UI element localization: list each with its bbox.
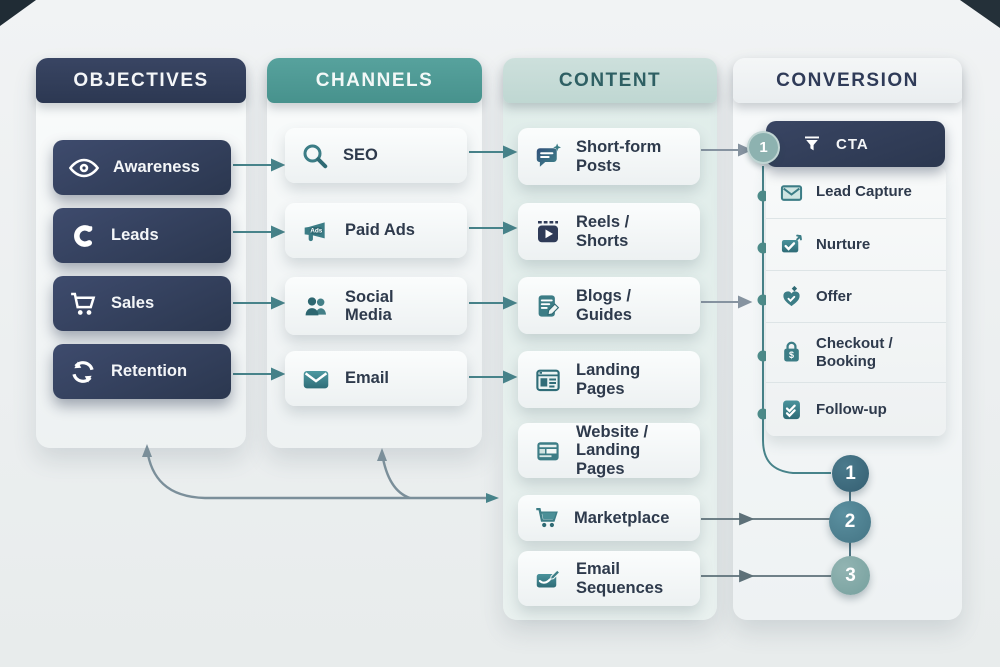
content-website-landing-pages[interactable]: Website / Landing Pages [518, 423, 700, 478]
blog-document-icon [533, 291, 563, 321]
conversion-list: Lead Capture Nurture Offer $ Checkout / … [766, 166, 946, 436]
envelope-outline-icon [778, 179, 805, 206]
content-label: Short-form Posts [576, 138, 662, 175]
cta-label: CTA [836, 135, 869, 153]
bag-dollar-icon: $ [778, 339, 805, 366]
content-header: CONTENT [503, 58, 717, 103]
cart-icon [68, 289, 98, 319]
channel-label: SEO [343, 146, 378, 165]
objective-awareness[interactable]: Awareness [53, 140, 231, 195]
svg-text:$: $ [789, 350, 794, 360]
funnel-icon [800, 132, 824, 156]
conversion-label: Nurture [816, 235, 871, 253]
content-label: Blogs / Guides [576, 287, 632, 324]
photo-corner-top-left [0, 0, 36, 26]
envelope-check-icon [778, 231, 805, 258]
channel-label: Paid Ads [345, 221, 415, 240]
content-title: CONTENT [558, 69, 662, 91]
megaphone-icon: Ads [300, 215, 332, 247]
conversion-header: CONVERSION [733, 58, 962, 103]
channel-paid-ads[interactable]: Ads Paid Ads [285, 203, 467, 258]
step-circle-1[interactable]: 1 [832, 455, 869, 492]
channel-label: Email [345, 369, 390, 388]
envelope-pencil-icon [533, 564, 563, 594]
channel-social-media[interactable]: Social Media [285, 277, 467, 335]
users-icon [300, 290, 332, 322]
channel-label: Social Media [345, 287, 394, 324]
search-icon [300, 141, 330, 171]
feedback-arrowhead-right [486, 493, 499, 503]
content-label: Marketplace [574, 508, 670, 527]
eye-icon [68, 152, 100, 184]
conversion-label: Offer [816, 287, 852, 305]
content-label: Reels / Shorts [576, 213, 630, 250]
channel-seo[interactable]: SEO [285, 128, 467, 183]
content-email-sequences[interactable]: Email Sequences [518, 551, 700, 606]
photo-corner-top-right [960, 0, 1000, 28]
objective-label: Retention [111, 362, 188, 381]
cta-step-badge: 1 [747, 131, 780, 164]
objective-label: Sales [111, 294, 155, 313]
conversion-label: Follow-up [816, 400, 887, 418]
content-reels-shorts[interactable]: Reels / Shorts [518, 203, 700, 260]
channels-title: CHANNELS [315, 69, 434, 91]
conversion-title: CONVERSION [776, 69, 919, 91]
magnet-icon [68, 221, 98, 251]
objective-label: Leads [111, 226, 159, 245]
content-label: Email Sequences [576, 560, 664, 597]
chat-sparkle-icon [533, 142, 563, 172]
feedback-loop-path [145, 448, 487, 500]
envelope-icon [300, 363, 332, 395]
website-layout-icon [533, 436, 563, 466]
step-number: 3 [845, 564, 856, 586]
objective-leads[interactable]: Leads [53, 208, 231, 263]
conversion-item-offer[interactable]: Offer [766, 270, 946, 322]
objective-retention[interactable]: Retention [53, 344, 231, 399]
cta-badge-number: 1 [759, 139, 768, 156]
megaphone-badge-text: Ads [310, 227, 323, 234]
objective-label: Awareness [113, 158, 200, 177]
channels-header: CHANNELS [267, 58, 482, 103]
conversion-item-nurture[interactable]: Nurture [766, 218, 946, 270]
objective-sales[interactable]: Sales [53, 276, 231, 331]
objectives-title: OBJECTIVES [73, 69, 209, 91]
content-label: Landing Pages [576, 361, 641, 398]
feedback-arrowhead-channels [377, 448, 387, 461]
conversion-cta[interactable]: CTA [766, 121, 945, 167]
step-circle-3[interactable]: 3 [831, 556, 870, 595]
step-number: 2 [844, 511, 856, 532]
heart-sparkle-icon [778, 283, 805, 310]
conversion-item-lead-capture[interactable]: Lead Capture [766, 166, 946, 218]
content-label: Website / Landing Pages [576, 422, 649, 478]
objectives-header: OBJECTIVES [36, 58, 246, 103]
content-marketplace[interactable]: Marketplace [518, 495, 700, 541]
clipboard-check-icon [778, 396, 805, 423]
conversion-label: Checkout / Booking [816, 335, 893, 370]
feedback-branch-to-channels [380, 452, 411, 500]
step-circle-2[interactable]: 2 [829, 501, 871, 543]
conversion-label: Lead Capture [816, 183, 912, 201]
conversion-item-checkout-booking[interactable]: $ Checkout / Booking [766, 322, 946, 382]
channel-email[interactable]: Email [285, 351, 467, 406]
step-number: 1 [845, 462, 856, 484]
content-short-form-posts[interactable]: Short-form Posts [518, 128, 700, 185]
video-icon [533, 217, 563, 247]
browser-window-icon [533, 365, 563, 395]
refresh-icon [68, 357, 98, 387]
content-landing-pages[interactable]: Landing Pages [518, 351, 700, 408]
content-blogs-guides[interactable]: Blogs / Guides [518, 277, 700, 334]
conversion-item-follow-up[interactable]: Follow-up [766, 382, 946, 436]
cart-teal-icon [533, 504, 561, 532]
